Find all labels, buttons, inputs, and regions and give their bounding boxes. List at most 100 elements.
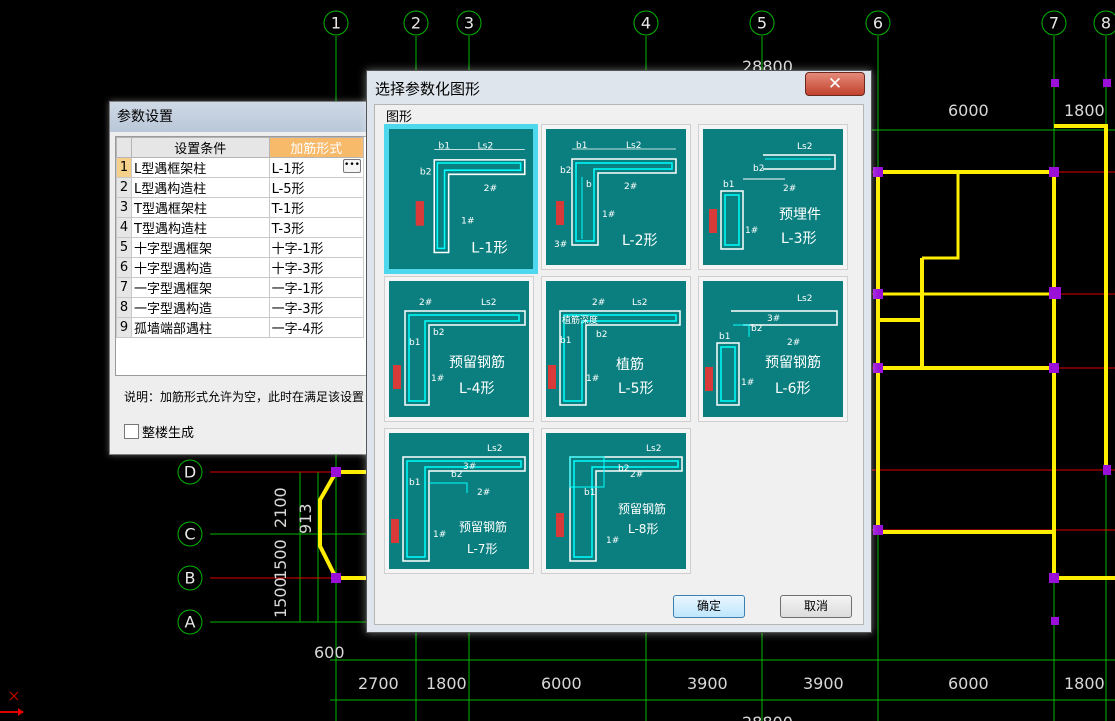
axis-markers: 1 2 3 4 5 6 7 8 D C B A — [177, 10, 1115, 635]
form-cell[interactable]: 一字-3形 — [268, 297, 365, 318]
bar-3: 3# — [463, 462, 476, 472]
bar-1: 1# — [745, 226, 758, 236]
whole-building-checkbox[interactable]: 整楼生成 — [124, 422, 194, 441]
browse-button[interactable]: ••• — [343, 159, 361, 173]
dim-b1: b1 — [560, 336, 571, 346]
bar-2: 2# — [419, 298, 432, 308]
figure-tile-l-2[interactable]: b1 Ls2 b2 b 2# 1# 3# L-2形 — [541, 124, 691, 270]
tile-label: L-4形 — [459, 381, 495, 397]
columns — [331, 79, 1111, 625]
figure-tile-l-8[interactable]: Ls2 2# b2 b1 1# 预留钢筋 L-8形 — [541, 428, 691, 574]
rebar-diagram: 2# Ls2 b2 b1 1# 预留钢筋 L-4形 — [393, 298, 526, 406]
bar-1: 1# — [741, 378, 754, 388]
dim-b2: b2 — [420, 166, 432, 177]
axis-label: 5 — [757, 14, 767, 33]
condition-cell[interactable]: 孤墙端部遇柱 — [131, 317, 270, 338]
dialog-title: 选择参数化图形 — [375, 80, 481, 98]
row-number: 8 — [116, 297, 132, 318]
bar-2: 2# — [477, 488, 490, 498]
axis-label: B — [185, 569, 196, 588]
panel-title: 参数设置 — [110, 102, 372, 132]
tile-preview: Ls2 3# b2 2# b1 1# 预留钢筋 L-6形 — [703, 281, 843, 417]
dim-b2: b2 — [560, 166, 571, 176]
form-cell[interactable]: 一字-4形 — [268, 317, 365, 338]
tile-label: L-7形 — [467, 542, 497, 556]
bar-2: 2# — [592, 298, 605, 308]
condition-cell[interactable]: 一字型遇构造 — [131, 297, 270, 318]
figure-tile-l-5[interactable]: 2# Ls2 植筋深度 b2 b1 1# 植筋 L-5形 — [541, 276, 691, 422]
bar-3: 3# — [554, 240, 567, 250]
figure-tile-l-7[interactable]: Ls2 3# b2 b1 2# 1# 预留钢筋 L-7形 — [384, 428, 534, 574]
dim-ls2: Ls2 — [481, 298, 496, 308]
dim-text: 2100 — [271, 487, 290, 528]
form-cell[interactable]: 十字-3形 — [268, 257, 365, 278]
axis-label: 4 — [641, 14, 651, 33]
axis-label: 7 — [1049, 14, 1059, 33]
table-row[interactable]: 7 一字型遇框架 一字-1形 — [116, 277, 365, 298]
form-cell[interactable]: T-1形 — [268, 197, 365, 218]
bar-2: 2# — [787, 338, 800, 348]
dim-b2: b2 — [618, 464, 629, 474]
condition-cell[interactable]: T型遇框架柱 — [131, 197, 270, 218]
table-row[interactable]: 3 T型遇框架柱 T-1形 — [116, 197, 365, 218]
cancel-button[interactable]: 取消 — [780, 595, 852, 618]
row-number: 9 — [116, 317, 132, 338]
dim-text: 1800 — [426, 674, 467, 693]
dim-text: 1800 — [1064, 101, 1105, 120]
form-cell[interactable]: 一字-1形 — [268, 277, 365, 298]
dim-b1: b1 — [409, 338, 420, 348]
tile-label: L-6形 — [775, 381, 811, 397]
dim-text: 28800 — [742, 713, 793, 721]
table-row[interactable]: 6 十字型遇构造 十字-3形 — [116, 257, 365, 278]
bar-1: 1# — [606, 536, 619, 546]
dim-b1: b1 — [719, 332, 730, 342]
tile-preview: b1 Ls2 b2 b 2# 1# 3# L-2形 — [546, 129, 686, 265]
form-cell[interactable]: 十字-1形 — [268, 237, 365, 258]
tile-preview: Ls2 2# b2 b1 1# 预留钢筋 L-8形 — [546, 433, 686, 569]
dim-b1: b1 — [409, 478, 420, 488]
rebar-diagram: 2# Ls2 植筋深度 b2 b1 1# 植筋 L-5形 — [548, 298, 681, 406]
dim-text: 3900 — [803, 674, 844, 693]
form-column-header[interactable]: 加筋形式 — [268, 137, 365, 158]
ok-button[interactable]: 确定 — [673, 595, 745, 618]
figure-tile-l-1[interactable]: b1 Ls2 b2 2# 1# L-1形 — [384, 124, 538, 274]
dim-ls2: Ls2 — [626, 141, 641, 151]
bar-1: 1# — [602, 210, 615, 220]
tile-label: L-3形 — [781, 231, 817, 247]
dim-text: 6000 — [948, 674, 989, 693]
condition-cell[interactable]: 十字型遇框架 — [131, 237, 270, 258]
bar-2: 2# — [624, 182, 637, 192]
condition-cell[interactable]: L型遇构造柱 — [131, 177, 270, 198]
dim-b2: b2 — [596, 330, 607, 340]
tile-sublabel: 预留钢筋 — [449, 354, 505, 371]
close-button[interactable]: ✕ — [805, 72, 865, 96]
dim-b: b — [586, 180, 592, 190]
checkbox-box[interactable] — [124, 424, 139, 439]
table-row[interactable]: 2 L型遇构造柱 L-5形 — [116, 177, 365, 198]
table-row[interactable]: 4 T型遇构造柱 T-3形 — [116, 217, 365, 238]
table-row[interactable]: 1 L型遇框架柱 L-1形••• — [116, 157, 365, 178]
table-row[interactable]: 8 一字型遇构造 一字-3形 — [116, 297, 365, 318]
table-row[interactable]: 9 孤墙端部遇柱 一字-4形 — [116, 317, 365, 338]
form-cell[interactable]: T-3形 — [268, 217, 365, 238]
condition-cell[interactable]: L型遇框架柱 — [131, 157, 270, 178]
condition-cell[interactable]: 一字型遇框架 — [131, 277, 270, 298]
form-cell[interactable]: L-1形••• — [268, 157, 365, 178]
figure-tile-l-3[interactable]: Ls2 b2 b1 2# 1# 预埋件 L-3形 — [698, 124, 848, 270]
form-cell[interactable]: L-5形 — [268, 177, 365, 198]
table-row[interactable]: 5 十字型遇框架 十字-1形 — [116, 237, 365, 258]
figure-tile-l-4[interactable]: 2# Ls2 b2 b1 1# 预留钢筋 L-4形 — [384, 276, 534, 422]
figure-tile-l-6[interactable]: Ls2 3# b2 2# b1 1# 预留钢筋 L-6形 — [698, 276, 848, 422]
condition-cell[interactable]: T型遇构造柱 — [131, 217, 270, 238]
row-number: 6 — [116, 257, 132, 278]
condition-column-header[interactable]: 设置条件 — [131, 137, 270, 158]
bar-2: 2# — [783, 184, 796, 194]
condition-cell[interactable]: 十字型遇构造 — [131, 257, 270, 278]
dim-b2: b2 — [451, 470, 462, 480]
bar-1: 1# — [461, 216, 475, 227]
dim-text: 6000 — [948, 101, 989, 120]
dim-text: 3900 — [687, 674, 728, 693]
dim-b1: b1 — [584, 488, 595, 498]
bar-3: 3# — [767, 314, 780, 324]
